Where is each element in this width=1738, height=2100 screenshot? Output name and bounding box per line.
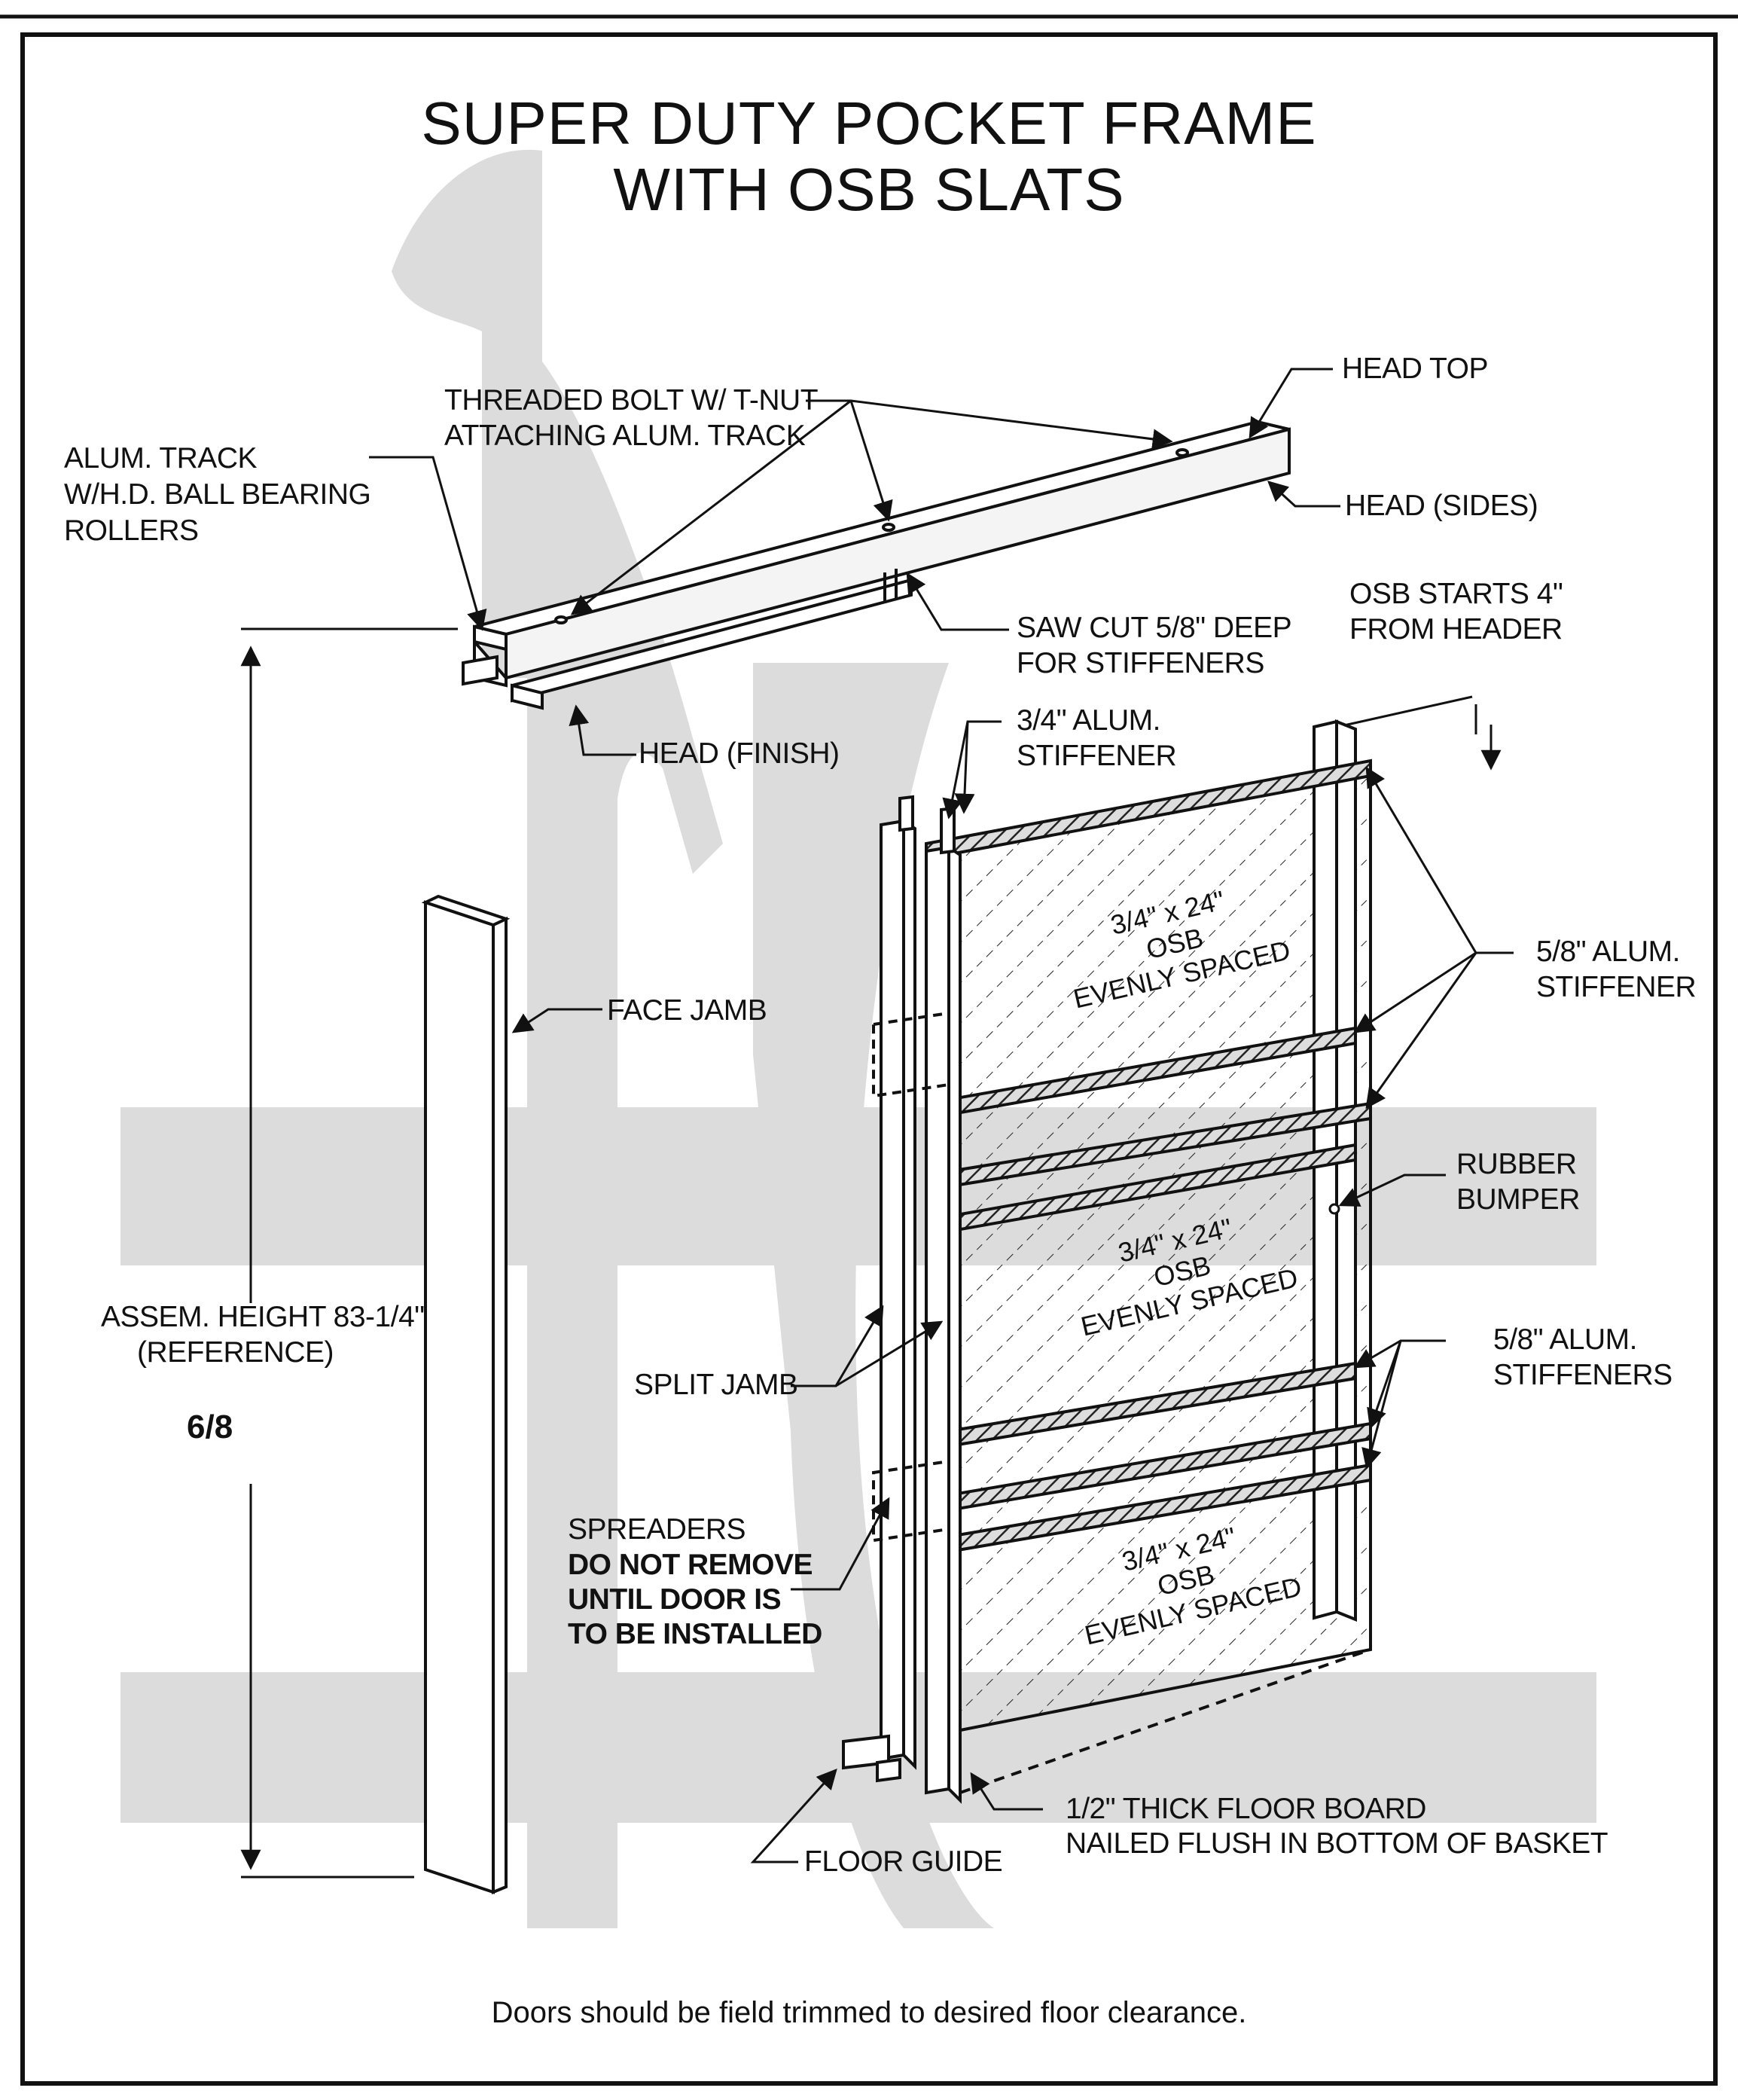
face-jamb [421, 894, 511, 1894]
label-rubber-bumper-line-1: RUBBER [1456, 1148, 1577, 1180]
label-spreaders-line-2: DO NOT REMOVE [568, 1549, 813, 1581]
label-head-top: HEAD TOP [1342, 353, 1488, 385]
label-floor-board-line-1: 1/2" THICK FLOOR BOARD [1066, 1793, 1426, 1825]
label-face-jamb: FACE JAMB [607, 994, 767, 1027]
leader-lines [369, 368, 1514, 1863]
watermark-logo [120, 149, 1596, 1929]
label-floor-guide: FLOOR GUIDE [804, 1845, 1003, 1878]
label-spreaders-line-4: TO BE INSTALLED [568, 1618, 822, 1650]
label-assem-height-line-2: (REFERENCE) [137, 1336, 334, 1369]
diagram-title-line-2: WITH OSB SLATS [613, 156, 1125, 223]
label-threaded-bolt-line-2: ATTACHING ALUM. TRACK [444, 420, 806, 452]
pocket-basket [842, 719, 1372, 1804]
page-border [0, 14, 1738, 2086]
label-floor-board-line-2: NAILED FLUSH IN BOTTOM OF BASKET [1066, 1827, 1608, 1860]
label-alum-stiffener-34-line-2: STIFFENER [1017, 740, 1177, 772]
label-spreaders-line-3: UNTIL DOOR IS [568, 1583, 782, 1616]
label-alum-track-line-1: ALUM. TRACK [64, 442, 258, 475]
label-split-jamb: SPLIT JAMB [634, 1369, 798, 1401]
head-assembly [462, 420, 1291, 710]
label-alum-stiffener-58-line-2: STIFFENER [1536, 971, 1697, 1003]
label-osb-starts-line-1: OSB STARTS 4" [1349, 578, 1563, 610]
label-alum-stiffeners-58-line-2: STIFFENERS [1493, 1359, 1672, 1391]
label-spreaders-line-1: SPREADERS [568, 1513, 746, 1546]
label-threaded-bolt-line-1: THREADED BOLT W/ T-NUT [444, 384, 819, 417]
label-osb-starts-line-2: FROM HEADER [1349, 613, 1563, 646]
label-rubber-bumper-line-2: BUMPER [1456, 1183, 1580, 1216]
footer-note: Doors should be field trimmed to desired… [491, 1996, 1247, 2029]
label-saw-cut-line-1: SAW CUT 5/8" DEEP [1017, 612, 1292, 644]
label-alum-stiffeners-58-line-1: 5/8" ALUM. [1493, 1323, 1637, 1356]
label-assem-height-line-1: ASSEM. HEIGHT 83-1/4" [101, 1301, 425, 1333]
label-saw-cut-line-2: FOR STIFFENERS [1017, 647, 1264, 679]
label-alum-track-line-2: W/H.D. BALL BEARING [64, 478, 371, 511]
label-head-sides: HEAD (SIDES) [1345, 490, 1538, 522]
label-door-size: 6/8 [187, 1409, 233, 1445]
label-alum-track-line-3: ROLLERS [64, 514, 199, 547]
label-alum-stiffener-58-line-1: 5/8" ALUM. [1536, 936, 1680, 968]
height-dimension [240, 627, 458, 1879]
label-alum-stiffener-34-line-1: 3/4" ALUM. [1017, 704, 1160, 737]
label-head-finish: HEAD (FINISH) [639, 737, 840, 770]
diagram-title-line-1: SUPER DUTY POCKET FRAME [421, 90, 1317, 157]
